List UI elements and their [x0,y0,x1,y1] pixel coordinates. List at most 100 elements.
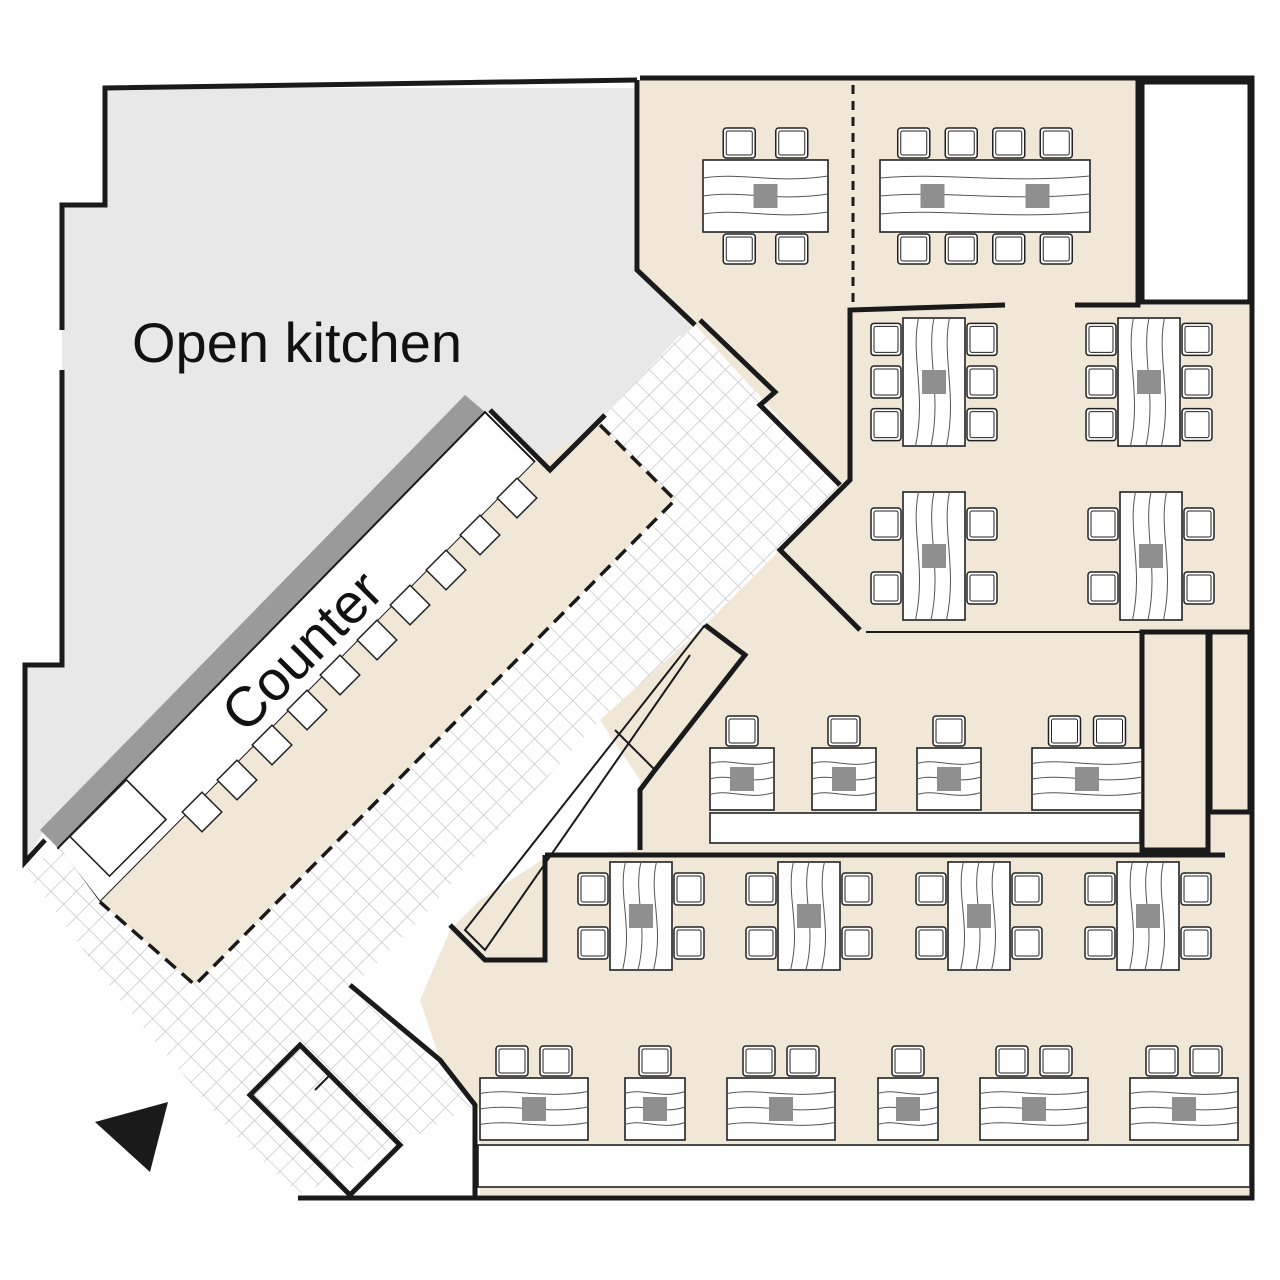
table-marker [1075,767,1099,791]
counter-stool [251,724,293,766]
dining-table [1087,491,1215,621]
chair [841,872,873,906]
table-marker [1136,904,1160,928]
chair [775,127,809,159]
walls [22,75,1255,1201]
dining-table [870,491,998,621]
chair [1047,715,1082,747]
dining-table [879,127,1091,265]
table-marker [922,544,946,568]
chair [1087,507,1119,541]
chair [944,127,978,159]
counter-stool [425,549,467,591]
chair [870,322,902,357]
chair [870,365,902,399]
chair [966,322,998,357]
chair [786,1045,820,1077]
table-marker [922,370,946,394]
dining-table [479,1045,589,1141]
chair [897,127,931,159]
tiled-nook [605,335,760,485]
counter-stool [319,654,361,696]
chair [539,1045,573,1077]
chair [1180,872,1212,906]
dining-table [870,317,998,447]
chair [1181,365,1213,399]
dining-table [915,861,1043,971]
table-marker [769,1097,793,1121]
chair [827,715,861,747]
chair [725,715,759,747]
chair [1084,926,1116,960]
counter-shadow [40,395,485,848]
chair [577,926,609,960]
table-top [1117,317,1181,447]
chair [775,233,809,265]
chair [966,407,998,442]
chair [1011,872,1043,906]
chair [722,233,756,265]
table-marker [920,184,945,208]
chair [932,715,966,747]
table-marker [629,904,653,928]
bench-bottom [477,1144,1251,1188]
benches [477,812,1251,1188]
tables [479,127,1239,1141]
counter-stool [389,584,431,626]
chair [915,926,947,960]
table-marker [1137,370,1161,394]
chair [1180,926,1212,960]
chair [722,127,756,159]
table-marker [1025,184,1050,208]
chair [745,926,777,960]
counter-fixtures [68,477,538,878]
dining-table [1085,317,1213,447]
open-kitchen-area [25,88,695,860]
dining-table [1031,715,1143,811]
chair [1181,407,1213,442]
counter-stool [459,514,501,556]
dining-table [877,1045,939,1141]
dining-table [726,1045,836,1141]
table-marker [730,767,754,791]
dining-table [979,1045,1089,1141]
chair [673,872,705,906]
chair [1039,1045,1073,1077]
chair [992,233,1026,265]
dining-table [1129,1045,1239,1141]
chair [1181,322,1213,357]
chair [1085,322,1117,357]
chair [1087,571,1119,605]
table-marker [797,904,821,928]
chair [995,1045,1029,1077]
chair [673,926,705,960]
dining-table [1084,861,1212,971]
counter-stools [181,477,538,833]
counter-seating-floor [100,425,675,985]
counter-sink [68,778,168,878]
open-kitchen-label: Open kitchen [132,311,462,374]
chair [870,407,902,442]
chair [577,872,609,906]
table-marker [1022,1097,1046,1121]
chair [495,1045,529,1077]
entrance-arrow-icon[interactable] [95,1102,168,1172]
chair [897,233,931,265]
chair [1039,233,1073,265]
chair [1092,715,1127,747]
table-marker [832,767,856,791]
table-marker [937,767,961,791]
tiled-corridor [25,325,840,1195]
chair [1084,872,1116,906]
table-marker [1139,544,1163,568]
table-marker [753,184,778,208]
bench-middle [709,812,1141,844]
chair [1085,365,1117,399]
counter-stool [216,759,258,801]
dining-table [745,861,873,971]
dining-table [709,715,775,811]
table-marker [896,1097,920,1121]
chair [1183,507,1215,541]
counter-stool [181,791,223,833]
counter-stool [356,619,398,661]
